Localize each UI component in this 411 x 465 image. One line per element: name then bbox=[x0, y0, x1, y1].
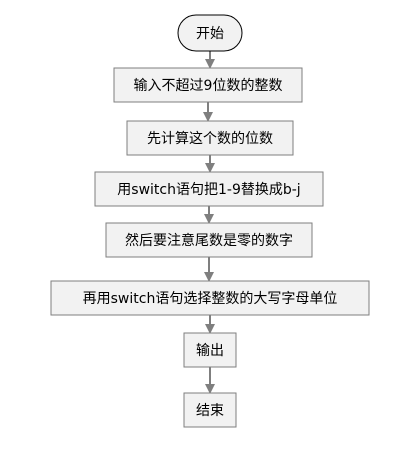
flow-node-start: 开始 bbox=[177, 14, 243, 52]
process-box bbox=[126, 120, 294, 156]
process-box bbox=[183, 332, 237, 368]
flow-node-trailing-zero: 然后要注意尾数是零的数字 bbox=[105, 222, 313, 258]
node-label: 再用switch语句选择整数的大写字母单位 bbox=[83, 291, 338, 307]
node-label: 开始 bbox=[196, 26, 224, 42]
flow-node-switch-map: 用switch语句把1-9替换成b-j bbox=[94, 171, 324, 207]
process-box bbox=[94, 171, 324, 207]
node-label: 先计算这个数的位数 bbox=[147, 130, 273, 147]
flow-node-output: 输出 bbox=[183, 332, 237, 368]
process-box bbox=[113, 67, 303, 103]
process-box bbox=[183, 392, 237, 428]
node-label: 输入不超过9位数的整数 bbox=[134, 78, 283, 94]
node-label: 用switch语句把1-9替换成b-j bbox=[117, 181, 300, 198]
process-box bbox=[50, 280, 370, 316]
node-label: 结束 bbox=[196, 403, 224, 419]
flow-node-input: 输入不超过9位数的整数 bbox=[113, 67, 303, 103]
flow-node-end: 结束 bbox=[183, 392, 237, 428]
node-label: 然后要注意尾数是零的数字 bbox=[125, 232, 293, 249]
flowchart-edges bbox=[203, 51, 215, 394]
node-label: 输出 bbox=[196, 343, 224, 359]
flow-node-count-digits: 先计算这个数的位数 bbox=[126, 120, 294, 156]
flowchart-nodes: 开始输入不超过9位数的整数先计算这个数的位数用switch语句把1-9替换成b-… bbox=[50, 14, 370, 428]
flow-node-unit-select: 再用switch语句选择整数的大写字母单位 bbox=[50, 280, 370, 316]
terminal-shape bbox=[177, 14, 243, 52]
process-box bbox=[105, 222, 313, 258]
